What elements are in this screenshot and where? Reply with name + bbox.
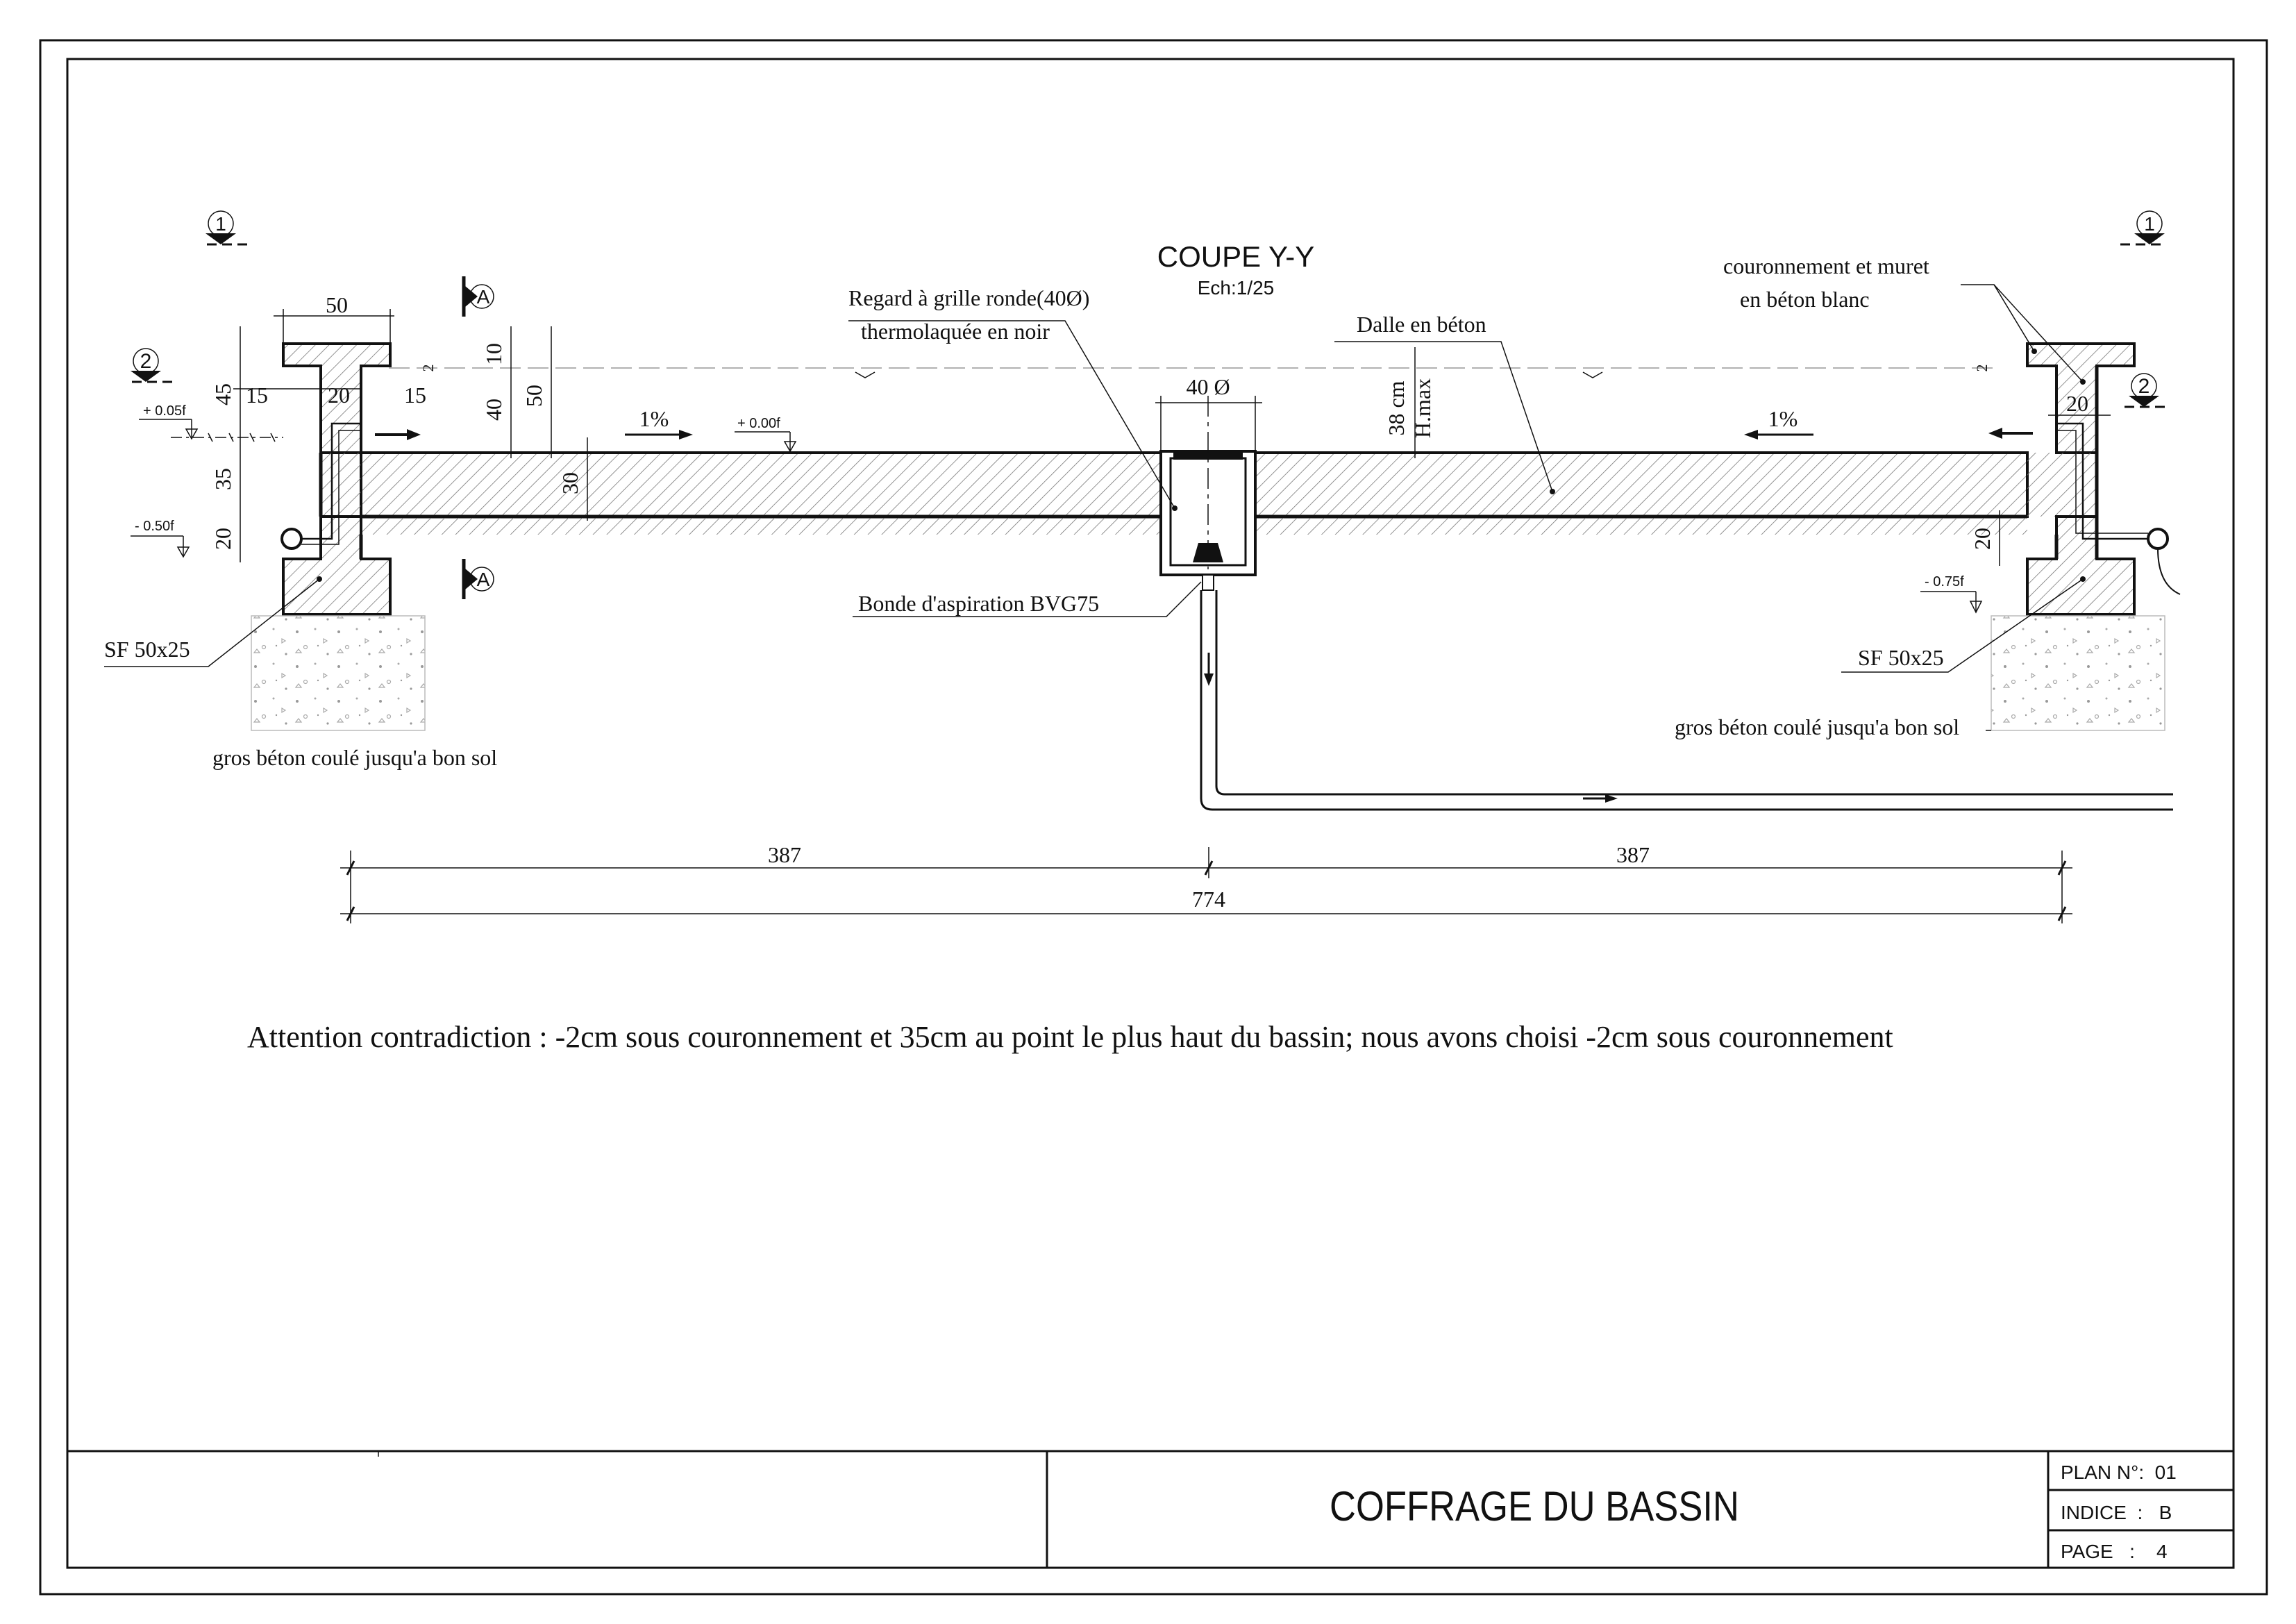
- section-scale: Ech:1/25: [1198, 277, 1275, 299]
- dimension-lines-center: 40 Ø 38 cm H.max: [1155, 347, 1435, 458]
- svg-text:40: 40: [481, 399, 506, 421]
- svg-text:20: 20: [328, 383, 350, 408]
- section-marker-1-left: 1: [206, 210, 249, 246]
- svg-text:35: 35: [210, 468, 235, 490]
- svg-text:387: 387: [1616, 842, 1650, 867]
- svg-text:40 Ø: 40 Ø: [1186, 374, 1230, 399]
- section-marker-a-bottom: A: [462, 559, 494, 599]
- svg-text:30: 30: [558, 472, 583, 494]
- label-sf-right: SF 50x25: [1858, 645, 1944, 670]
- svg-text:2: 2: [419, 365, 437, 372]
- label-regard-line2: thermolaquée en noir: [861, 319, 1050, 344]
- svg-text:- 0.50f: - 0.50f: [135, 519, 174, 534]
- title-block-indice: INDICE : B: [2061, 1502, 2172, 1523]
- drain-regard: [1159, 396, 1257, 591]
- label-sf-left: SF 50x25: [104, 637, 190, 662]
- svg-text:A: A: [477, 286, 490, 308]
- svg-text:15: 15: [404, 383, 426, 408]
- suction-pipe: [1200, 590, 2173, 811]
- section-marker-2-right: 2: [2125, 373, 2166, 408]
- title-block-title: COFFRAGE DU BASSIN: [1330, 1483, 1739, 1530]
- title-block-plan: PLAN N°: 01: [2061, 1462, 2177, 1483]
- outer-frame: [39, 39, 2268, 1596]
- level-minus-075: - 0.75f: [1920, 574, 1983, 614]
- label-gros-beton-left: gros béton coulé jusqu'a bon sol: [212, 745, 497, 770]
- svg-text:1%: 1%: [639, 406, 669, 431]
- inner-frame: [66, 58, 2235, 1569]
- ground-under-slab: [361, 514, 2027, 535]
- left-footing: [251, 615, 426, 731]
- svg-text:20: 20: [1970, 528, 1995, 550]
- svg-text:387: 387: [768, 842, 801, 867]
- label-couronnement-line1: couronnement et muret: [1723, 253, 1929, 278]
- flow-arrow-left: [375, 429, 421, 440]
- svg-text:A: A: [477, 569, 490, 590]
- dimension-lines-left: 50 15 20 15 45 35 20 2 10 40 50 30: [210, 292, 588, 562]
- svg-text:774: 774: [1192, 887, 1225, 912]
- svg-text:+ 0.05f: + 0.05f: [143, 403, 186, 419]
- label-regard-line1: Regard à grille ronde(40Ø): [848, 285, 1089, 310]
- slope-left: 1%: [625, 406, 693, 440]
- overall-dimensions: 387 387 774: [340, 842, 2072, 923]
- svg-text:H.max: H.max: [1410, 378, 1435, 438]
- svg-text:1: 1: [2144, 213, 2155, 235]
- right-footing: [1991, 615, 2165, 731]
- level-plus-000: + 0.00f: [735, 416, 797, 453]
- title-block-page: PAGE : 4: [2061, 1541, 2168, 1562]
- svg-text:15: 15: [246, 383, 268, 408]
- title-block: [67, 1450, 2234, 1568]
- svg-text:20: 20: [2066, 391, 2088, 416]
- label-dalle: Dalle en béton: [1357, 312, 1486, 337]
- slope-right: 1%: [1744, 406, 1813, 440]
- svg-text:+ 0.00f: + 0.00f: [737, 416, 780, 431]
- callout-leaders: [104, 284, 2084, 731]
- level-minus-050: - 0.50f: [131, 519, 190, 558]
- contradiction-note: Attention contradiction : -2cm sous cour…: [247, 1020, 1893, 1054]
- svg-text:38 cm: 38 cm: [1384, 380, 1409, 435]
- svg-text:- 0.75f: - 0.75f: [1925, 574, 1964, 589]
- flow-arrow-right: [1988, 428, 2033, 439]
- svg-text:50: 50: [521, 385, 546, 407]
- svg-text:20: 20: [210, 528, 235, 550]
- svg-text:2: 2: [140, 350, 152, 373]
- svg-text:1: 1: [215, 213, 226, 235]
- label-couronnement-line2: en béton blanc: [1740, 287, 1870, 312]
- level-plus-005: + 0.05f: [139, 403, 283, 442]
- svg-text:45: 45: [210, 383, 235, 405]
- svg-text:1%: 1%: [1768, 406, 1798, 431]
- left-wall-coping: [280, 342, 392, 616]
- right-wall-coping: [2026, 342, 2181, 616]
- svg-text:10: 10: [481, 343, 506, 365]
- section-title: COUPE Y-Y: [1157, 240, 1314, 273]
- section-marker-1-right: 1: [2120, 210, 2165, 246]
- svg-text:2: 2: [2138, 375, 2150, 398]
- label-bonde: Bonde d'aspiration BVG75: [858, 591, 1099, 616]
- dimension-lines-right: 2 20 20: [1970, 365, 2111, 566]
- label-gros-beton-right: gros béton coulé jusqu'a bon sol: [1675, 714, 1959, 739]
- section-marker-2-left: 2: [131, 348, 174, 383]
- svg-text:50: 50: [326, 292, 348, 317]
- svg-text:2: 2: [1973, 365, 1991, 372]
- section-marker-a-top: A: [462, 276, 494, 317]
